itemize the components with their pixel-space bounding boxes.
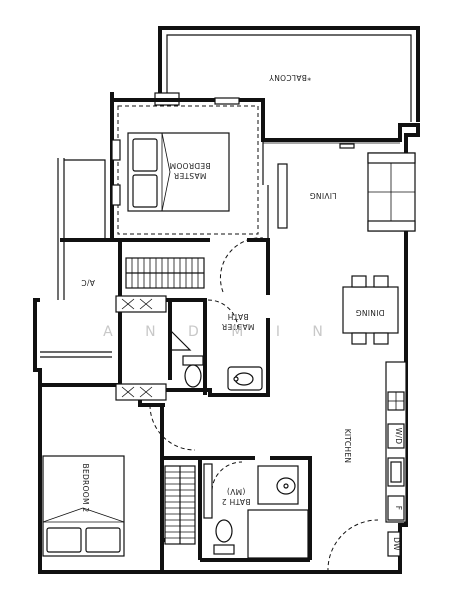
kitchen: W/D F DW KITCHEN (327, 361, 407, 573)
fridge (387, 495, 405, 521)
fridge-label: F (394, 506, 403, 511)
chair (373, 275, 389, 288)
dw-label: DW (392, 537, 401, 551)
kitchen-label: KITCHEN (343, 429, 352, 464)
bath2-label: (MV) (227, 487, 246, 496)
balcony (154, 26, 420, 149)
dishwasher (387, 531, 401, 557)
washer-dryer (387, 423, 405, 449)
pillow (132, 174, 158, 208)
chair (373, 332, 389, 345)
dining-table (342, 286, 399, 334)
toilet (184, 364, 202, 388)
pillow (85, 527, 121, 553)
living-label: LIVING (310, 191, 337, 200)
chair (351, 275, 367, 288)
master-bath-label: MASTER (222, 322, 255, 331)
pillow (46, 527, 82, 553)
wd-label: W/D (394, 428, 403, 445)
shower (247, 509, 309, 559)
vanity (115, 295, 167, 313)
dining-area: DINING (342, 275, 399, 345)
chair (351, 332, 367, 345)
bedroom2-label: BEDROOM 2 (81, 463, 90, 512)
bath2-label: BATH 2 (222, 497, 251, 506)
master-bath-label: BATH (227, 312, 248, 321)
living-room: LIVING *BALCONY (269, 73, 416, 232)
dining-label: DINING (355, 308, 384, 317)
master-bath: MASTER BATH (115, 295, 263, 401)
bath-2: BATH 2 (MV) (203, 461, 309, 559)
master-bedroom-label: BEDROOM (169, 161, 210, 170)
ac-label: A/C (81, 278, 95, 287)
toilet-2 (215, 519, 233, 543)
toilet-tank-2 (213, 544, 235, 555)
toilet-tank (182, 355, 204, 366)
bedroom-2: BEDROOM 2 (42, 404, 196, 557)
master-bedroom: MASTER BEDROOM (111, 97, 264, 293)
pillow (132, 138, 158, 172)
tv-console (277, 163, 288, 229)
master-bedroom-label: MASTER (174, 171, 207, 180)
watermark: A N D M I N (103, 324, 337, 340)
balcony-label: *BALCONY (269, 73, 311, 82)
